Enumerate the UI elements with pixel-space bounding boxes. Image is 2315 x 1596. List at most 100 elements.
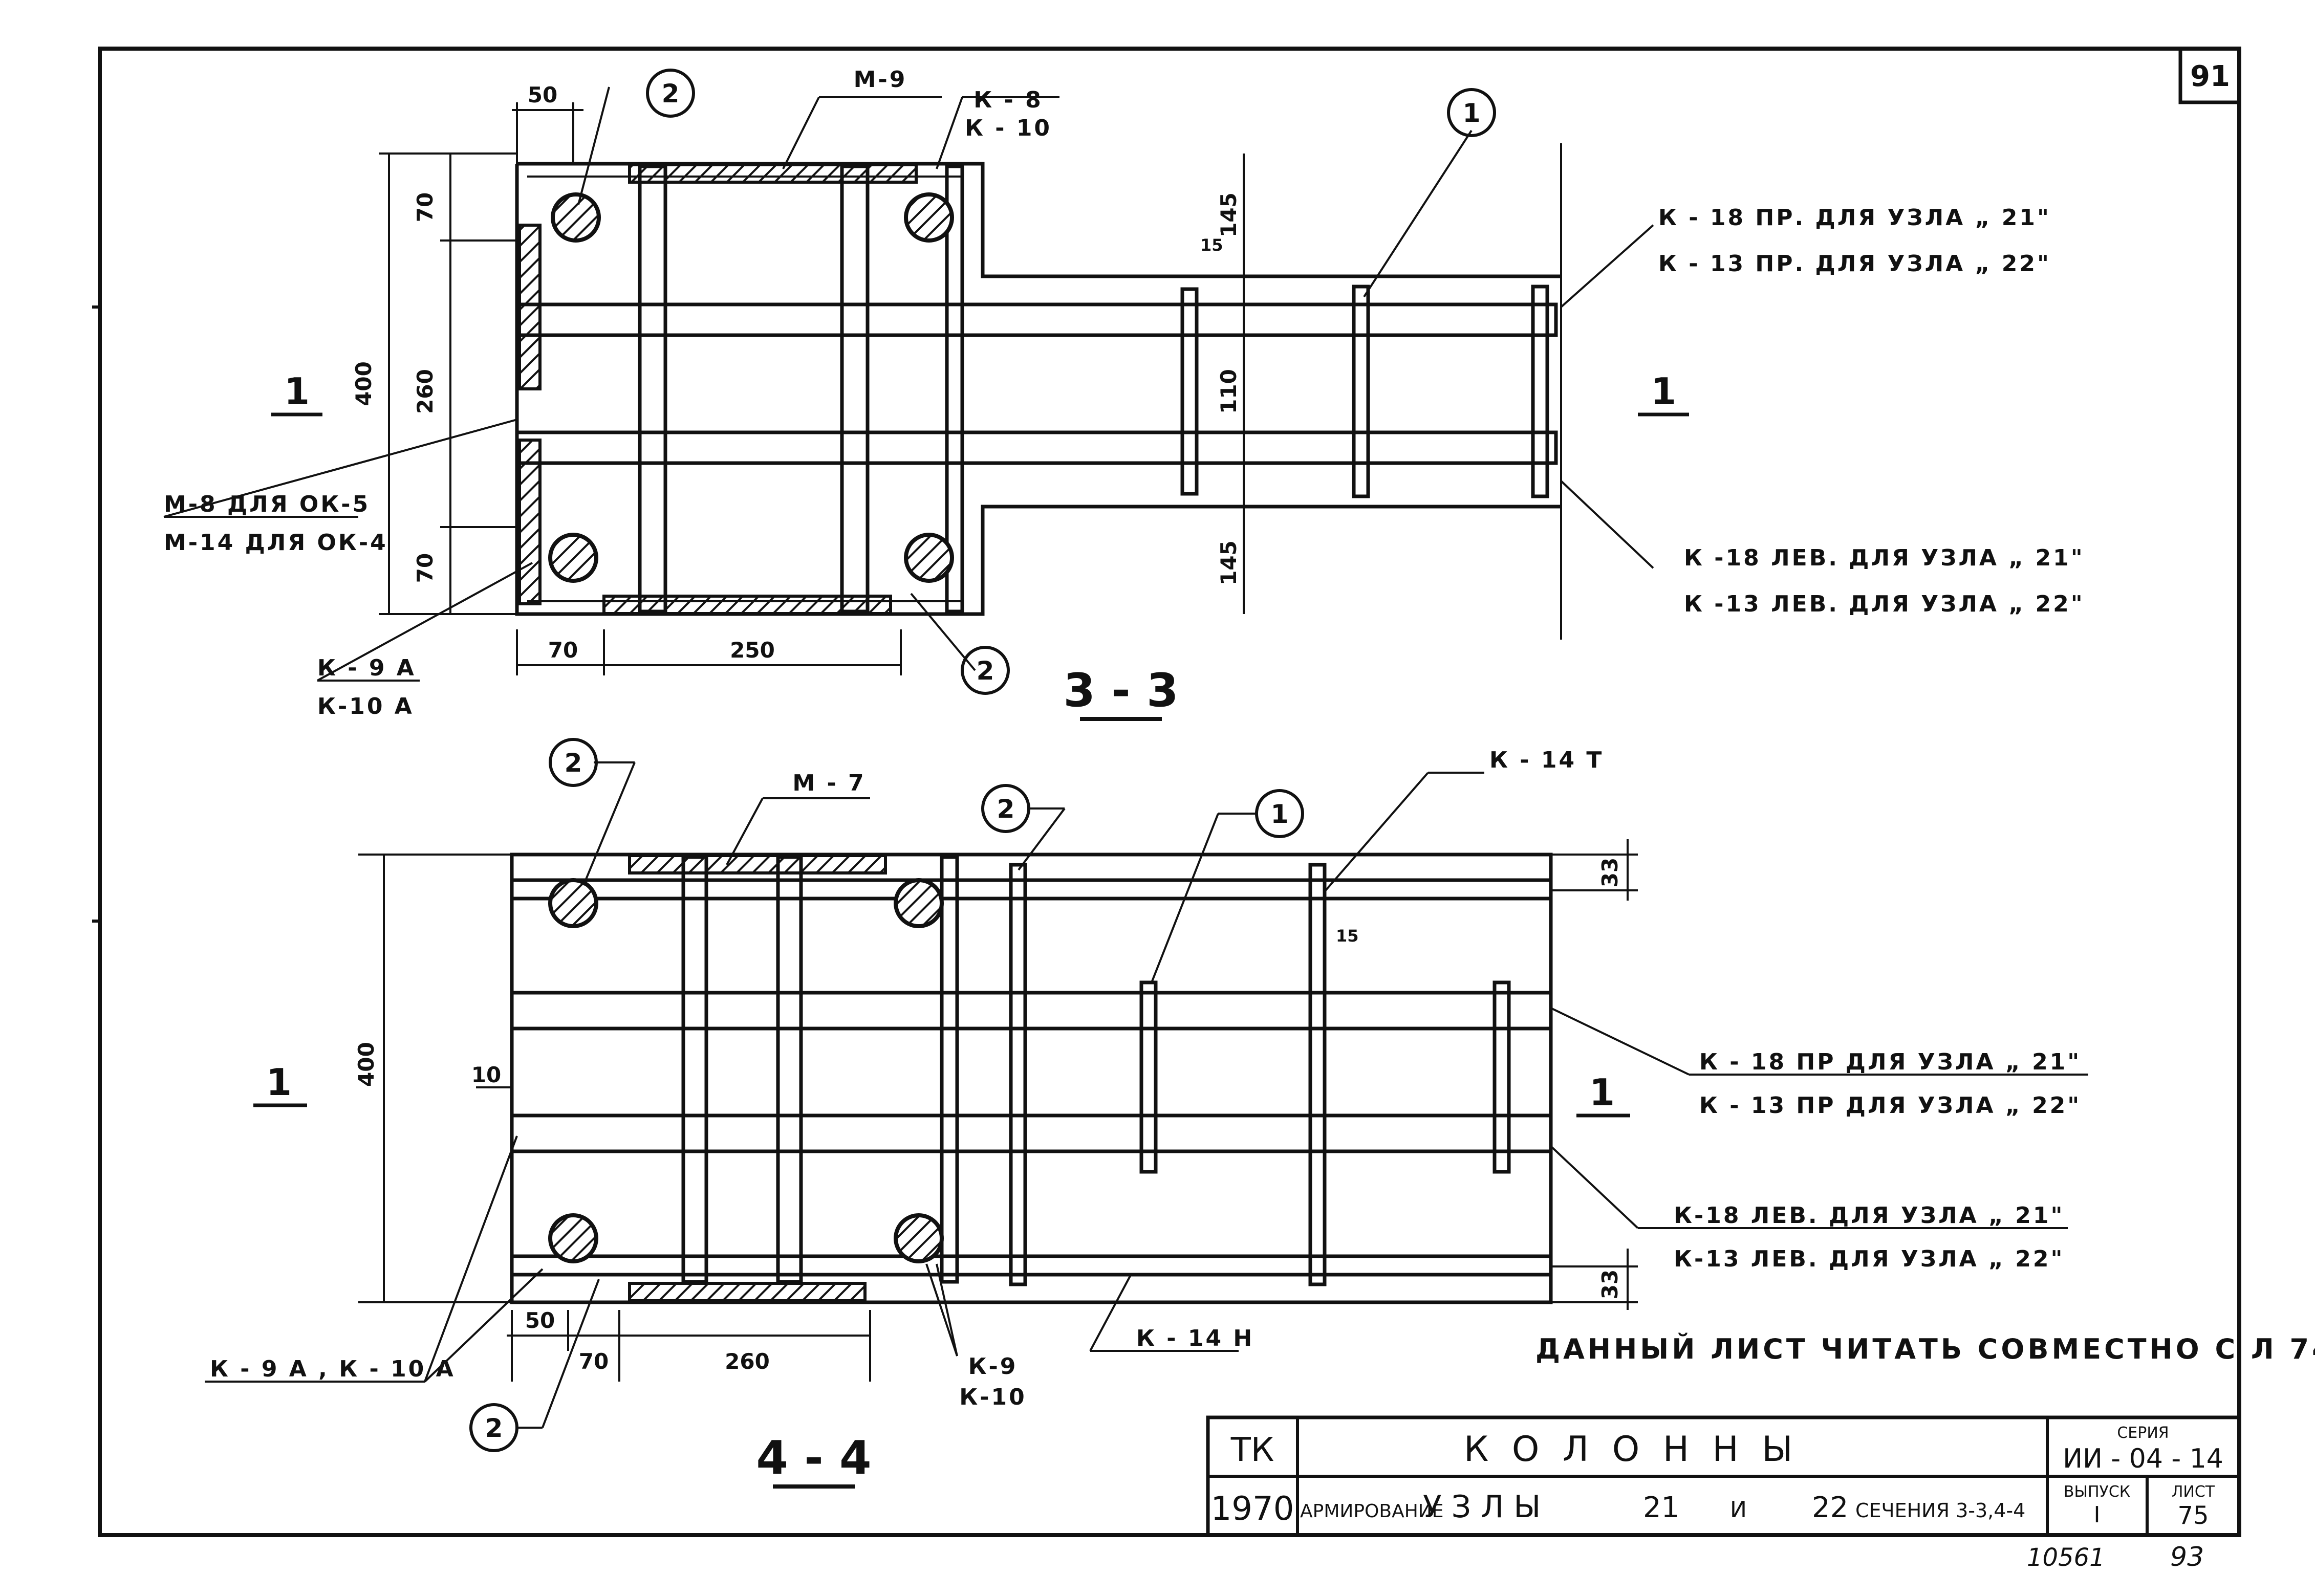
rebar-circle <box>548 533 598 583</box>
section-title-3-3: 3 - 3 <box>1063 664 1178 717</box>
dim-10: 10 <box>471 1062 501 1087</box>
stirrup <box>1009 863 1027 1286</box>
tb-series-value: ИИ - 04 - 14 <box>2063 1444 2223 1474</box>
label-m9: М-9 <box>854 67 907 93</box>
dim-70: 70 <box>579 1349 609 1374</box>
label-k14t: К - 14 Т <box>1489 747 1604 773</box>
tb-sections: СЕЧЕНИЯ 3-3,4-4 <box>1855 1499 2025 1522</box>
tb-code: ТК <box>1230 1431 1274 1469</box>
tb-issue-value: I <box>2094 1502 2101 1528</box>
dim-70-bottom: 70 <box>413 553 438 583</box>
stirrup <box>945 164 964 614</box>
callout-1: 1 <box>1463 98 1481 128</box>
stirrup <box>840 164 870 614</box>
tb-num-21: 21 <box>1643 1491 1679 1524</box>
tb-series-label: СЕРИЯ <box>2117 1424 2169 1442</box>
plate-m9 <box>628 163 918 184</box>
callout-circle <box>1255 789 1304 838</box>
callout-1: 1 <box>1271 799 1289 829</box>
rebar-circle <box>894 1213 944 1263</box>
longitudinal-bar <box>515 430 1558 465</box>
tb-year: 1970 <box>1211 1490 1294 1528</box>
label-m8: М-8 ДЛЯ ОК-5 <box>164 491 370 517</box>
callout-2-top-left: 2 <box>565 748 582 778</box>
dim-260-vertical: 260 <box>413 369 438 414</box>
label-k9a-k10a: К - 9 А , К - 10 А <box>210 1356 456 1382</box>
section-4-4: 400 10 50 70 260 33 15 33 2 2 1 2 <box>205 738 2088 1489</box>
label-k9: К-9 <box>968 1353 1018 1380</box>
title-block: ТК 1970 К О Л О Н Н Ы АРМИРОВАНИЕ У З Л … <box>1206 1415 2241 1537</box>
callout-2-bottom: 2 <box>485 1413 503 1443</box>
stirrup <box>1308 863 1327 1286</box>
dim-400: 400 <box>354 1042 379 1087</box>
footer-right-number: 93 <box>2170 1542 2204 1572</box>
footer-left-number: 10561 <box>2027 1543 2105 1572</box>
label-k13-pr: К - 13 ПР. ДЛЯ УЗЛА „ 22" <box>1658 251 2051 277</box>
stirrup <box>1492 980 1511 1174</box>
label-m7: М - 7 <box>792 770 866 796</box>
cut-mark-right: 1 <box>1651 370 1676 413</box>
label-k10a: К-10 А <box>317 693 414 719</box>
rebar-circle <box>551 192 601 243</box>
label-k13-pr: К - 13 ПР ДЛЯ УЗЛА „ 22" <box>1699 1092 2081 1119</box>
callout-2-top-mid: 2 <box>997 794 1015 824</box>
dim-260: 260 <box>725 1349 770 1374</box>
label-k8: К - 8 <box>973 87 1043 113</box>
dim-15: 15 <box>1200 235 1223 255</box>
sheet-number: 91 <box>2190 60 2230 93</box>
label-k18-lev: К -18 ЛЕВ. ДЛЯ УЗЛА „ 21" <box>1684 545 2085 571</box>
plate-bottom <box>628 1282 867 1302</box>
stirrup <box>776 855 803 1284</box>
callout-circle <box>549 738 598 787</box>
cut-mark-right: 1 <box>1589 1071 1615 1114</box>
stirrup <box>1531 285 1549 498</box>
note-read-with-sheet-74: ДАННЫЙ ЛИСТ ЧИТАТЬ СОВМЕСТНО С Л 74 <box>1535 1333 2315 1365</box>
dim-70-top: 70 <box>413 192 438 222</box>
label-k9a: К - 9 А <box>317 655 416 681</box>
label-k18-pr: К - 18 ПР ДЛЯ УЗЛА „ 21" <box>1699 1049 2081 1075</box>
stirrup <box>1180 287 1199 496</box>
callout-circle <box>469 1403 518 1452</box>
rebar-circle <box>894 878 944 928</box>
longitudinal-bar <box>515 302 1558 337</box>
rebar-circle <box>548 1213 598 1263</box>
tb-title: К О Л О Н Н Ы <box>1464 1429 1799 1470</box>
plate-m14 <box>518 439 542 605</box>
tb-subtitle-main: У З Л Ы <box>1423 1489 1541 1525</box>
section-title-4-4: 4 - 4 <box>756 1431 871 1485</box>
dim-145-bottom: 145 <box>1216 540 1241 585</box>
label-k13-lev: К -13 ЛЕВ. ДЛЯ УЗЛА „ 22" <box>1684 591 2085 617</box>
callout-circle <box>1447 88 1496 137</box>
section-3-3: 50 70 260 70 400 70 250 145 15 110 145 2… <box>163 67 2085 721</box>
label-k10: К - 10 <box>965 115 1052 141</box>
sheet-frame <box>98 47 2241 1537</box>
dim-145-top: 145 <box>1216 192 1241 237</box>
label-m14: М-14 ДЛЯ ОК-4 <box>164 530 388 556</box>
longitudinal-bar <box>510 878 1553 901</box>
callout-2-bottom: 2 <box>977 656 994 686</box>
callout-2-top: 2 <box>662 79 680 108</box>
cut-mark-left: 1 <box>284 370 310 413</box>
tb-issue-label: ВЫПУСК <box>2064 1483 2130 1501</box>
cut-mark-left: 1 <box>266 1061 292 1104</box>
stirrup <box>681 855 708 1284</box>
tb-sheet-value: 75 <box>2177 1501 2209 1530</box>
column-outline <box>510 852 1553 1304</box>
longitudinal-bar <box>510 1113 1553 1153</box>
label-k14n: К - 14 Н <box>1136 1325 1254 1351</box>
tb-and: И <box>1730 1497 1747 1523</box>
dim-250-horizontal: 250 <box>730 638 775 663</box>
longitudinal-bar <box>510 991 1553 1031</box>
sheet-number-box <box>2178 47 2241 104</box>
rebar-circle <box>904 533 954 583</box>
label-k13-lev: К-13 ЛЕВ. ДЛЯ УЗЛА „ 22" <box>1674 1246 2064 1272</box>
dim-33-top: 33 <box>1597 858 1622 887</box>
callout-circle <box>961 646 1010 695</box>
dim-15: 15 <box>1336 926 1359 946</box>
tb-subtitle-prefix: АРМИРОВАНИЕ <box>1300 1501 1443 1522</box>
dim-33-bottom: 33 <box>1597 1270 1622 1299</box>
label-k18-pr: К - 18 ПР. ДЛЯ УЗЛА „ 21" <box>1658 205 2051 231</box>
longitudinal-bar <box>510 1254 1553 1277</box>
callout-circle <box>646 69 695 118</box>
